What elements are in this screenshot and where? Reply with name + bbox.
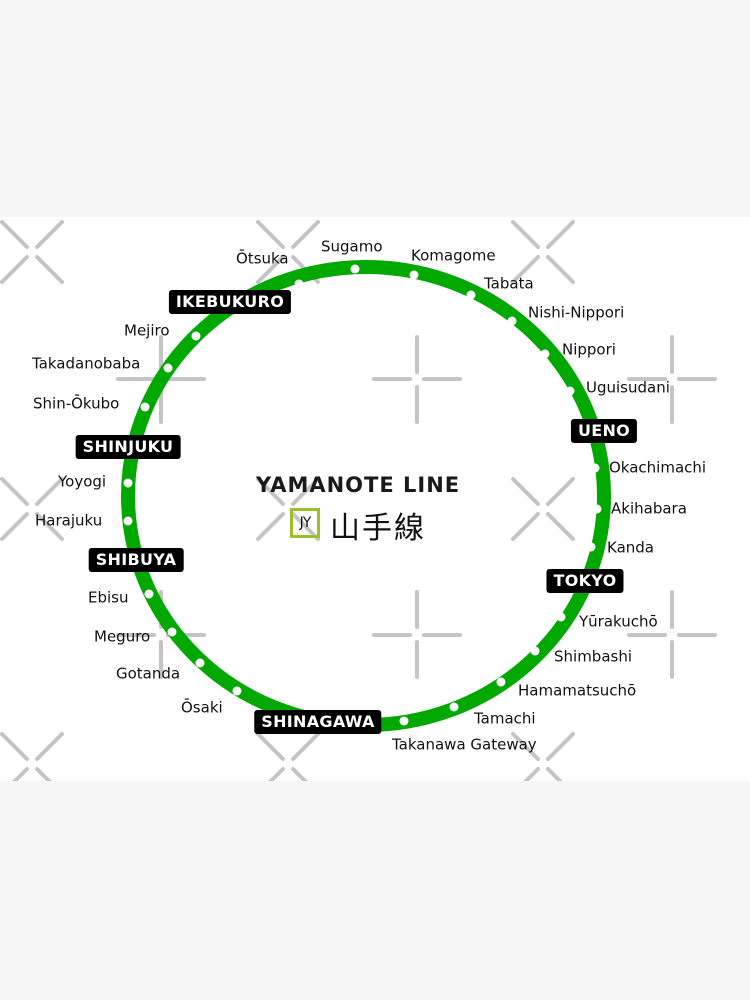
hub-station-badge: SHINJUKU: [75, 435, 181, 459]
station-label: Takanawa Gateway: [392, 735, 537, 754]
station-label: Akihabara: [611, 499, 687, 518]
station-dot: [409, 270, 419, 280]
station-label: Shimbashi: [554, 647, 633, 666]
station-label: Mejiro: [124, 321, 170, 340]
line-title: YAMANOTE LINE: [256, 473, 461, 497]
watermark-x-icon: [511, 477, 575, 541]
station-label: Ebisu: [88, 588, 129, 607]
station-dot: [590, 463, 600, 473]
station-label: Yūrakuchō: [579, 612, 658, 631]
station-dot: [399, 716, 409, 726]
station-label: Uguisudani: [586, 378, 670, 397]
hub-station-badge: SHIBUYA: [88, 548, 184, 572]
watermark-plus-icon: [372, 335, 462, 424]
station-dot: [507, 316, 517, 326]
watermark-x-icon: [256, 732, 320, 781]
station-dot: [496, 677, 506, 687]
station-dot: [556, 612, 566, 622]
station-label: Shin-Ōkubo: [33, 394, 120, 413]
station-dot: [144, 589, 154, 599]
station-dot: [540, 349, 550, 359]
station-dot: [350, 264, 360, 274]
station-label: Komagome: [411, 246, 496, 265]
watermark-x-icon: [511, 732, 575, 781]
station-dot: [232, 686, 242, 696]
station-label: Gotanda: [116, 664, 181, 683]
station-dot: [466, 290, 476, 300]
watermark-x-icon: [0, 220, 64, 284]
station-dot: [191, 331, 201, 341]
line-title-japanese: 山手線: [330, 511, 426, 546]
station-dot: [449, 702, 459, 712]
watermark-x-icon: [0, 477, 64, 541]
station-dot: [163, 363, 173, 373]
station-dot: [565, 386, 575, 396]
station-label: Yoyogi: [58, 472, 107, 491]
watermark-x-icon: [256, 477, 320, 541]
station-dot: [586, 542, 596, 552]
station-label: Ōtsuka: [236, 249, 289, 268]
line-code: JY: [299, 515, 312, 531]
station-label: Nippori: [562, 340, 616, 359]
station-dot: [592, 504, 602, 514]
station-dot: [195, 658, 205, 668]
station-dots: [123, 264, 602, 726]
watermark-pattern: [0, 220, 717, 781]
station-label: Hamamatsuchō: [518, 681, 637, 700]
station-dot: [140, 402, 150, 412]
station-dot: [530, 646, 540, 656]
line-code-badge: JY: [290, 508, 320, 538]
station-dot: [294, 279, 304, 289]
station-label: Okachimachi: [609, 458, 707, 477]
station-dot: [123, 478, 133, 488]
hub-station-badge: TOKYO: [546, 569, 624, 593]
station-label: Meguro: [94, 627, 151, 646]
station-dot: [167, 627, 177, 637]
station-label: Harajuku: [35, 511, 103, 530]
station-label: Tamachi: [474, 709, 536, 728]
station-label: Sugamo: [321, 237, 383, 256]
watermark-plus-icon: [372, 590, 462, 679]
station-dot: [123, 516, 133, 526]
watermark-x-icon: [0, 732, 64, 781]
watermark-x-icon: [511, 220, 575, 284]
watermark-plus-icon: [627, 590, 717, 679]
station-label: Nishi-Nippori: [528, 303, 625, 322]
station-label: Ōsaki: [181, 698, 223, 717]
hub-station-badge: IKEBUKURO: [168, 290, 292, 314]
hub-station-badge: SHINAGAWA: [254, 710, 382, 734]
station-label: Tabata: [484, 274, 534, 293]
station-label: Takadanobaba: [32, 354, 141, 373]
watermark-plus-icon: [627, 335, 717, 424]
hub-station-badge: UENO: [570, 419, 638, 443]
station-label: Kanda: [607, 538, 654, 557]
